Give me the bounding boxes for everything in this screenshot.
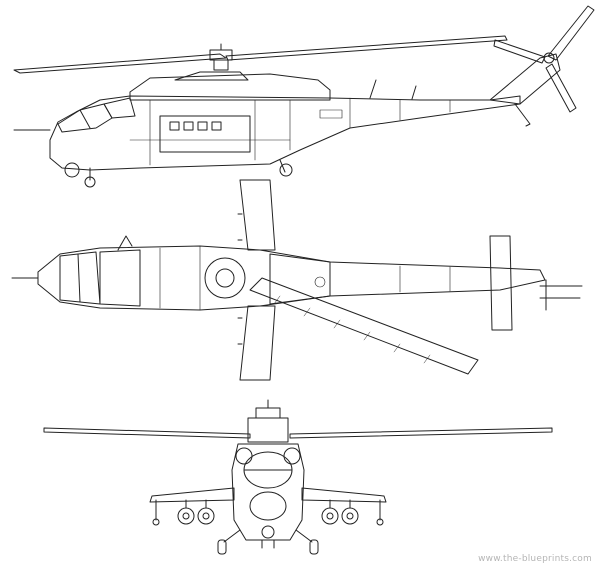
tail-rotor-top [539,279,583,311]
rocket-pods [177,499,359,525]
engine-intake-right [283,447,301,465]
engine-cowling [129,73,331,101]
fuselage-top [37,245,546,311]
rotor-hub-top [204,257,246,299]
horizontal-stabilizer-top [489,235,513,331]
antenna-top [117,235,133,251]
cockpit-top [59,249,141,307]
landing-gear-front [217,529,319,555]
stub-wing-front-left [149,487,235,503]
landing-gear-side [84,159,293,188]
tail-skid [514,103,531,127]
exhaust [174,71,249,81]
canopy-front [243,451,293,521]
stub-wing-upper [239,179,276,251]
rotor-hub-front [247,399,289,443]
stub-wing-front-right [301,487,387,503]
nose-turret [64,162,80,178]
antenna [369,79,377,99]
rotor-hub [209,43,233,71]
wingtip-missiles [152,499,384,526]
top-view [11,179,583,381]
panel-lines-top [159,245,451,311]
fuselage [49,95,521,171]
main-rotor-blade [13,35,508,74]
panel-lines [129,97,451,166]
cockpit-canopy [57,97,136,133]
chin-turret [261,525,275,539]
main-rotor-front [43,427,553,439]
stub-wing-lower [239,305,276,381]
rotor-blade-top [249,277,479,375]
front-view [43,399,553,555]
side-view [13,5,595,188]
fuselage-front [231,443,305,541]
engine-nacelle [269,253,331,305]
watermark-text: www.the-blueprints.com [478,554,592,564]
tail-fin [489,53,561,105]
engine-intake-left [235,447,253,465]
cabin-windows [159,115,251,153]
tail-rotor [493,5,595,113]
